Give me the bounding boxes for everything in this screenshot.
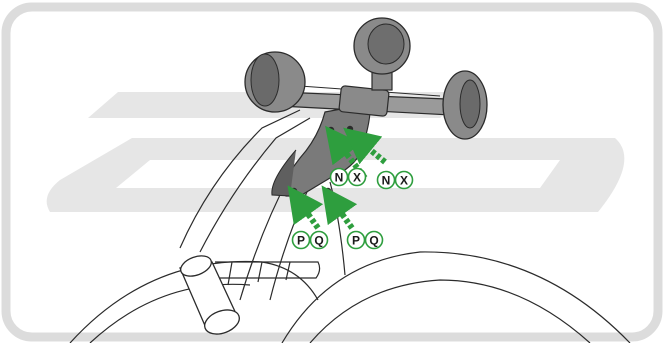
frame-border bbox=[1, 2, 663, 342]
callout-lower-left: P Q bbox=[291, 230, 329, 250]
right-pod bbox=[442, 70, 488, 140]
screw-icon bbox=[346, 125, 354, 133]
left-pod bbox=[244, 51, 306, 113]
screw-icon bbox=[327, 126, 335, 134]
callout-upper-right: N X bbox=[376, 170, 414, 190]
arrow-icon bbox=[321, 185, 358, 230]
callout-label: X bbox=[353, 171, 361, 185]
screw-icon bbox=[324, 187, 332, 195]
arrow-icon bbox=[287, 185, 324, 230]
callout-label: Q bbox=[369, 234, 378, 248]
top-device bbox=[353, 17, 411, 91]
screw-icon bbox=[290, 187, 298, 195]
grip bbox=[179, 255, 240, 335]
callout-lower-right: P Q bbox=[346, 230, 384, 250]
callout-label: Q bbox=[314, 234, 323, 248]
callout-label: N bbox=[335, 171, 344, 185]
callout-label: N bbox=[382, 174, 391, 188]
callout-upper-left: N X bbox=[329, 167, 367, 187]
handlebar bbox=[279, 85, 471, 117]
callout-label: P bbox=[352, 234, 360, 248]
callout-label: X bbox=[400, 174, 408, 188]
callout-label: P bbox=[297, 234, 305, 248]
